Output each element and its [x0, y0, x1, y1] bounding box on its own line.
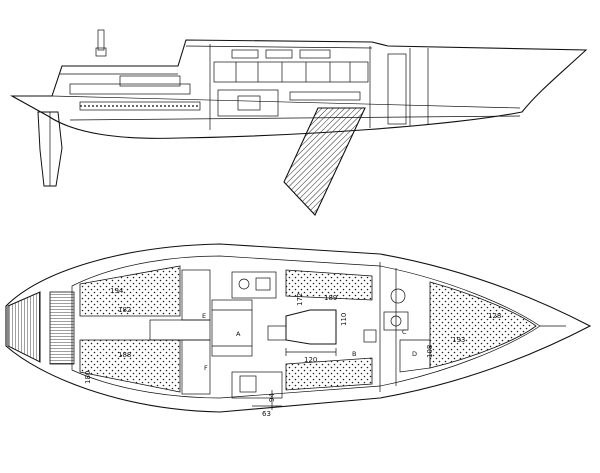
stern-platform — [7, 291, 41, 363]
saloon-berth-starboard — [285, 357, 373, 391]
dim-63: 63 — [262, 410, 271, 418]
plan-view — [5, 243, 592, 413]
side-profile-view — [9, 29, 588, 216]
dim-182: 182 — [118, 306, 131, 314]
dim-94: 94 — [268, 393, 276, 402]
dim-120: 120 — [304, 356, 317, 364]
head-toilet — [390, 288, 406, 304]
zone-label-d: D — [412, 350, 417, 358]
aft-berth-port — [79, 265, 181, 317]
zone-label-c: C — [402, 328, 407, 336]
saloon-table — [285, 309, 337, 345]
dim-128: 128 — [488, 312, 501, 320]
dim-172: 172 — [296, 293, 304, 306]
forward-v-berth — [429, 281, 537, 369]
saloon-berth-port — [285, 269, 373, 301]
portlight — [231, 49, 259, 59]
zone-label-a: A — [236, 330, 241, 338]
dim-188: 188 — [118, 351, 131, 359]
head-basin — [383, 311, 409, 331]
zone-label-b: B — [352, 350, 356, 358]
companionway — [211, 299, 253, 357]
aft-berth-starboard — [79, 339, 181, 393]
keel — [283, 107, 366, 216]
dim-180: 180 — [84, 371, 92, 384]
zone-labels: A B C D E F — [202, 312, 417, 372]
dim-193: 193 — [452, 336, 465, 344]
dim-110: 110 — [340, 313, 348, 326]
hull-plan — [5, 243, 592, 413]
dimension-labels: 194 182 188 180 189 172 110 120 94 63 19… — [84, 287, 501, 418]
hull-profile — [9, 39, 588, 139]
stern-seat — [49, 291, 75, 365]
galley — [231, 271, 277, 299]
zone-label-f: F — [204, 364, 208, 372]
dim-189: 189 — [324, 294, 337, 302]
zone-label-e: E — [202, 312, 206, 320]
dim-108: 108 — [426, 345, 434, 358]
portlight — [265, 49, 293, 59]
portlight — [299, 49, 331, 59]
dim-194: 194 — [110, 287, 124, 295]
